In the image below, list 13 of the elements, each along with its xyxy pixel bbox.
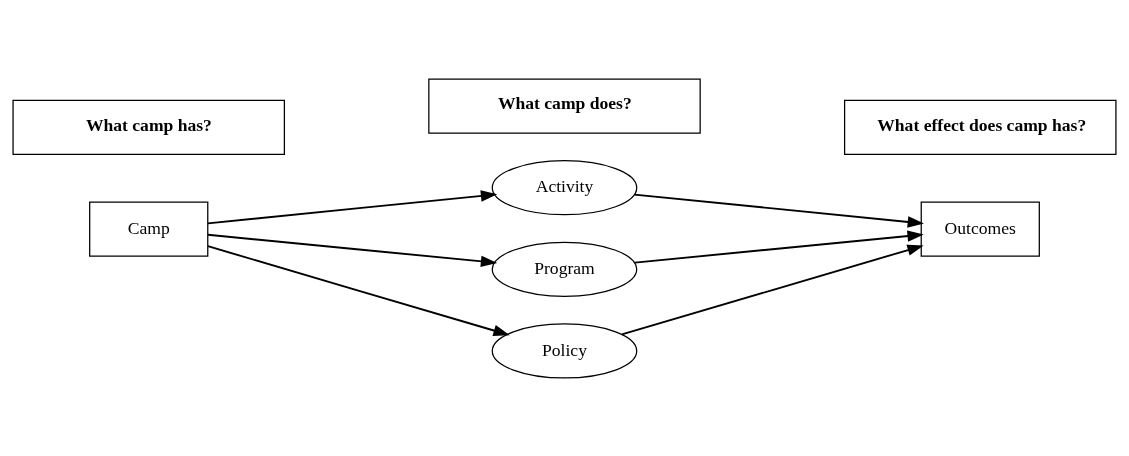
arrow	[206, 244, 510, 336]
label: What camp has?	[85, 114, 212, 135]
arrow	[620, 244, 924, 335]
arrow	[634, 229, 924, 264]
node-box: Camp	[89, 201, 209, 257]
node-ellipse: Activity	[491, 159, 638, 215]
arrow	[206, 189, 498, 224]
label: What camp does?	[497, 92, 632, 113]
arrow	[633, 193, 924, 228]
node-box: Outcomes	[920, 201, 1040, 257]
label: What effect does camp has?	[877, 114, 1087, 135]
arrow	[206, 233, 498, 267]
node-ellipse: Program	[491, 241, 638, 297]
